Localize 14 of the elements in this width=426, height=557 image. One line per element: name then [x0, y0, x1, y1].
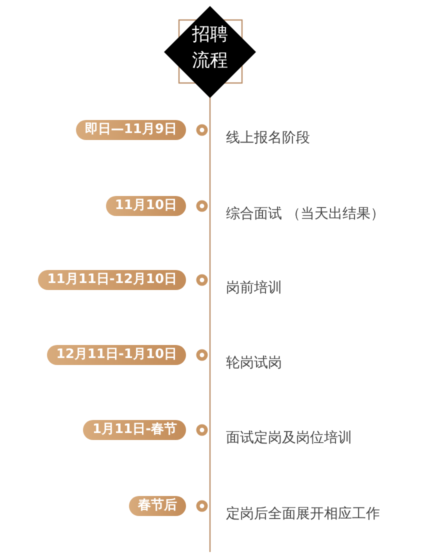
step-description: 面试定岗及岗位培训 — [226, 429, 353, 448]
step-description: 定岗后全面展开相应工作 — [226, 505, 381, 524]
date-pill: 11月10日 — [106, 196, 186, 216]
step-description: 岗前培训 — [226, 279, 283, 298]
date-pill: 11月11日-12月10日 — [38, 270, 186, 290]
date-pill: 即日—11月9日 — [76, 120, 186, 140]
title-diamond — [164, 6, 256, 98]
step-description: 综合面试 （当天出结果） — [226, 205, 386, 224]
date-pill: 12月11日-1月10日 — [47, 345, 186, 365]
step-description: 线上报名阶段 — [226, 129, 311, 148]
date-pill: 春节后 — [129, 496, 186, 516]
step-description: 轮岗试岗 — [226, 354, 283, 373]
title-text: 招聘流程 — [192, 23, 228, 73]
date-pill: 1月11日-春节 — [83, 420, 186, 440]
